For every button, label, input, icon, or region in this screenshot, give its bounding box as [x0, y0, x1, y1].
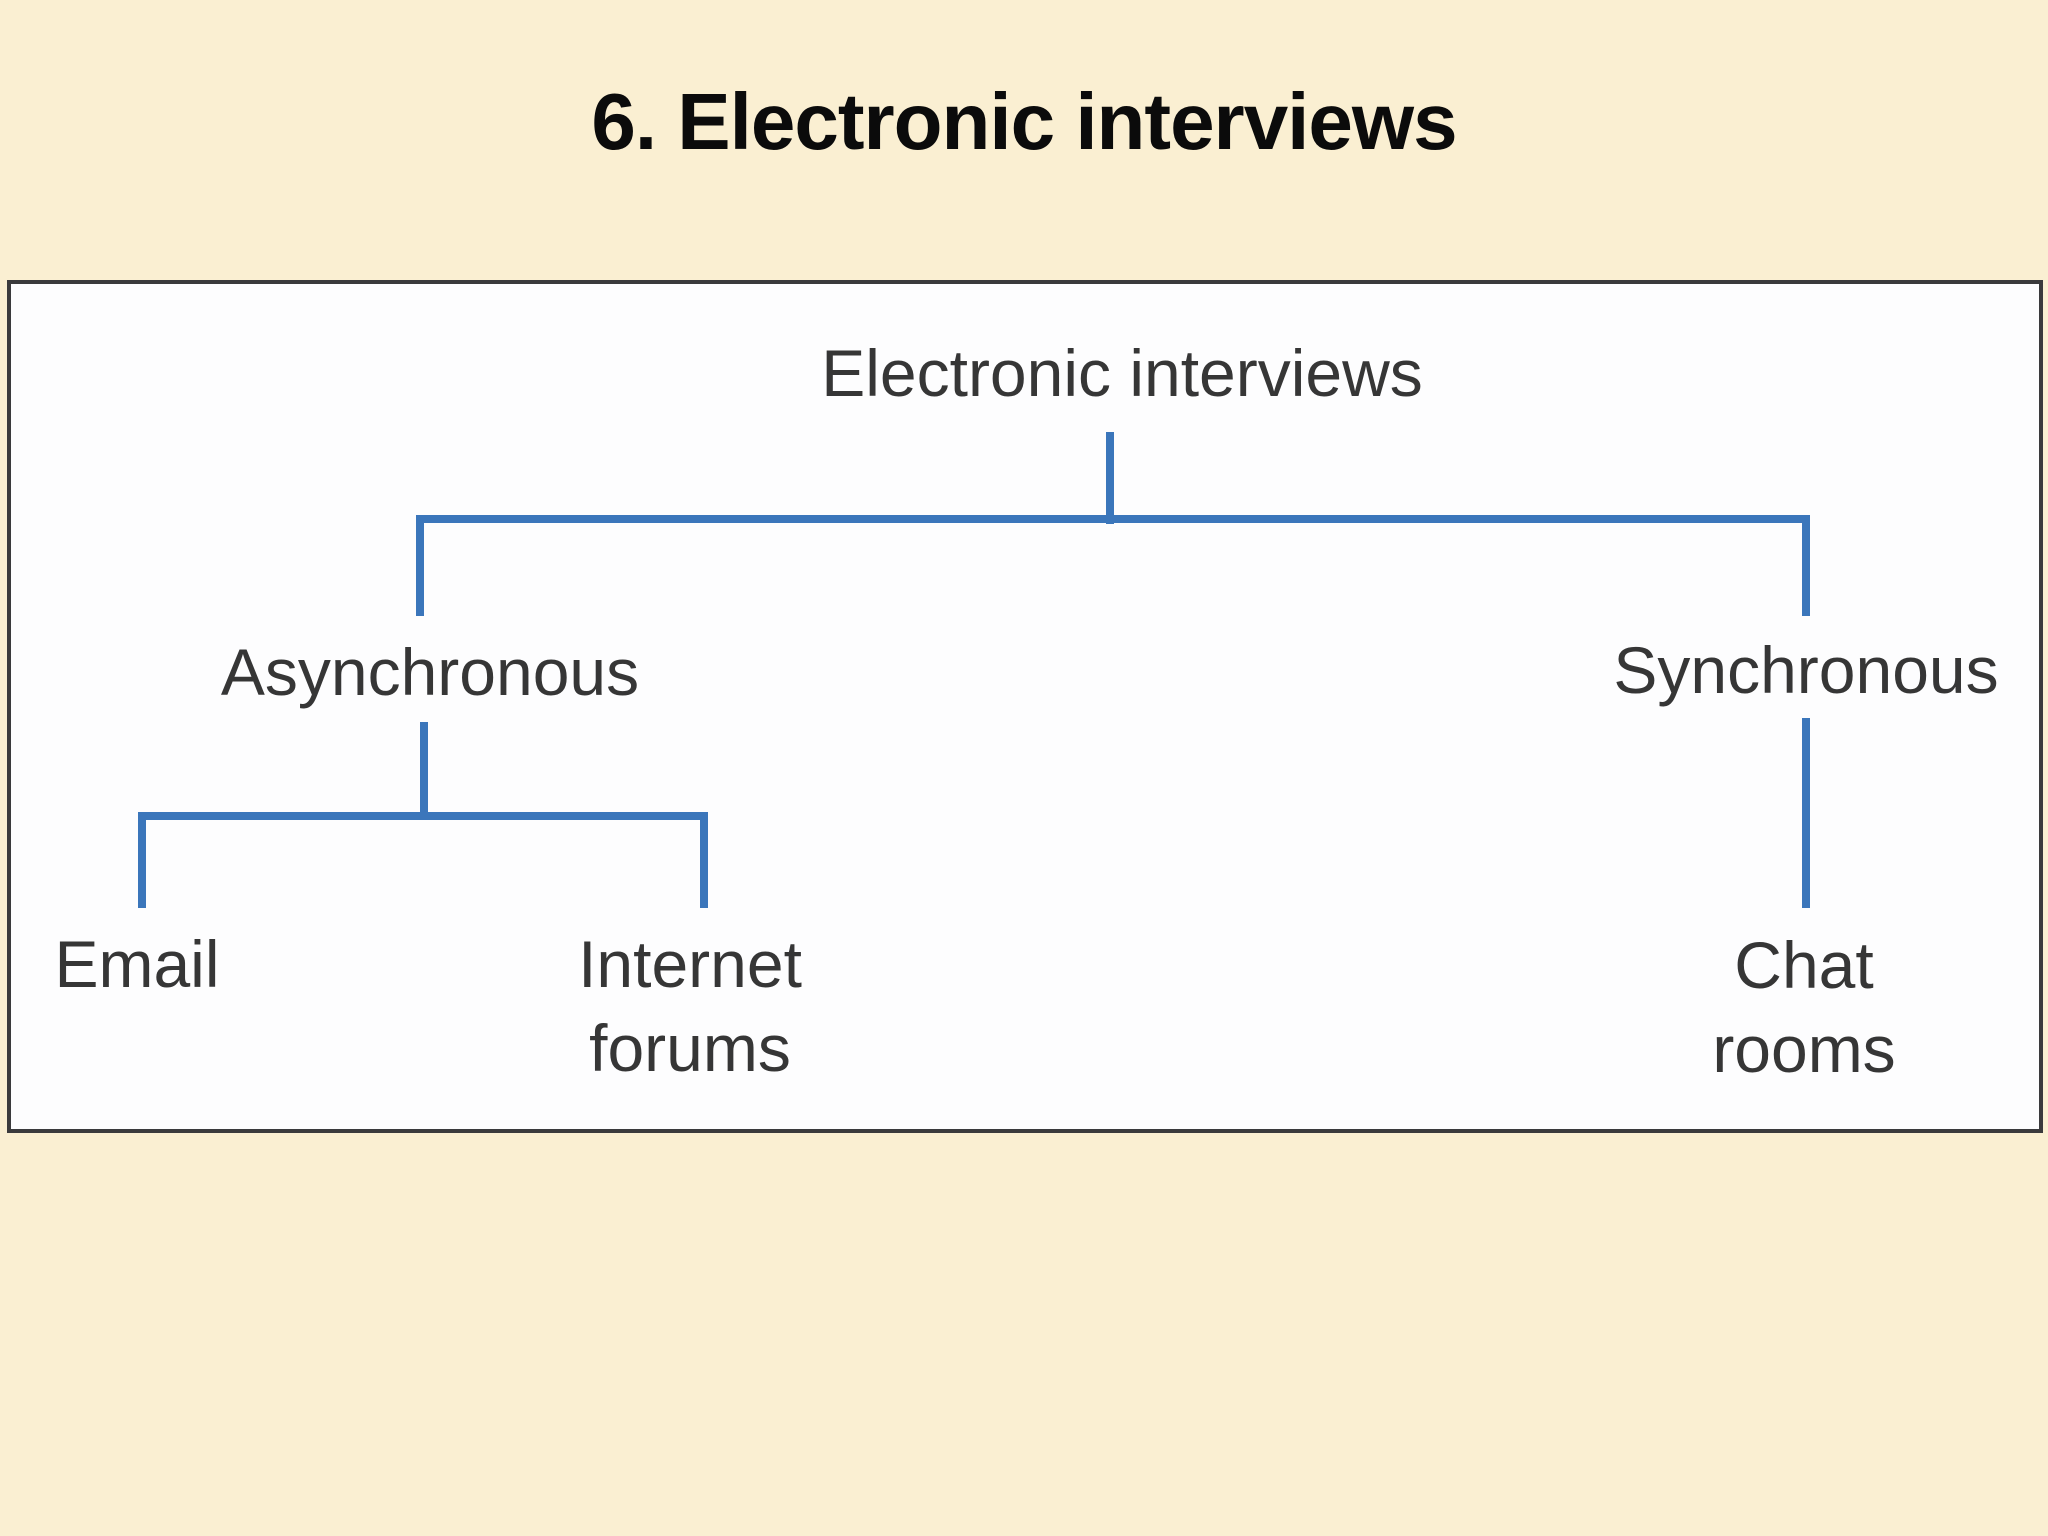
node-synchronous: Synchronous	[1613, 633, 1999, 707]
connector-asynchronous-stem	[420, 722, 428, 820]
connector-level2-horizontal	[138, 812, 708, 820]
connector-internet-forums-drop	[700, 820, 708, 908]
connector-email-drop	[138, 820, 146, 908]
node-chat-rooms: Chat rooms	[1712, 928, 1896, 1086]
diagram-panel	[7, 280, 2043, 1133]
connector-level1-horizontal	[416, 515, 1810, 523]
node-internet-forums: Internet forums	[578, 927, 802, 1085]
slide-title: 6. Electronic interviews	[591, 77, 1457, 166]
connector-root-stem	[1106, 432, 1114, 524]
connector-synchronous-stem	[1802, 718, 1810, 908]
connector-level1-left-drop	[416, 523, 424, 616]
node-electronic-interviews: Electronic interviews	[821, 336, 1423, 410]
node-email: Email	[54, 927, 220, 1001]
node-asynchronous: Asynchronous	[220, 635, 640, 709]
connector-level1-right-drop	[1802, 523, 1810, 616]
